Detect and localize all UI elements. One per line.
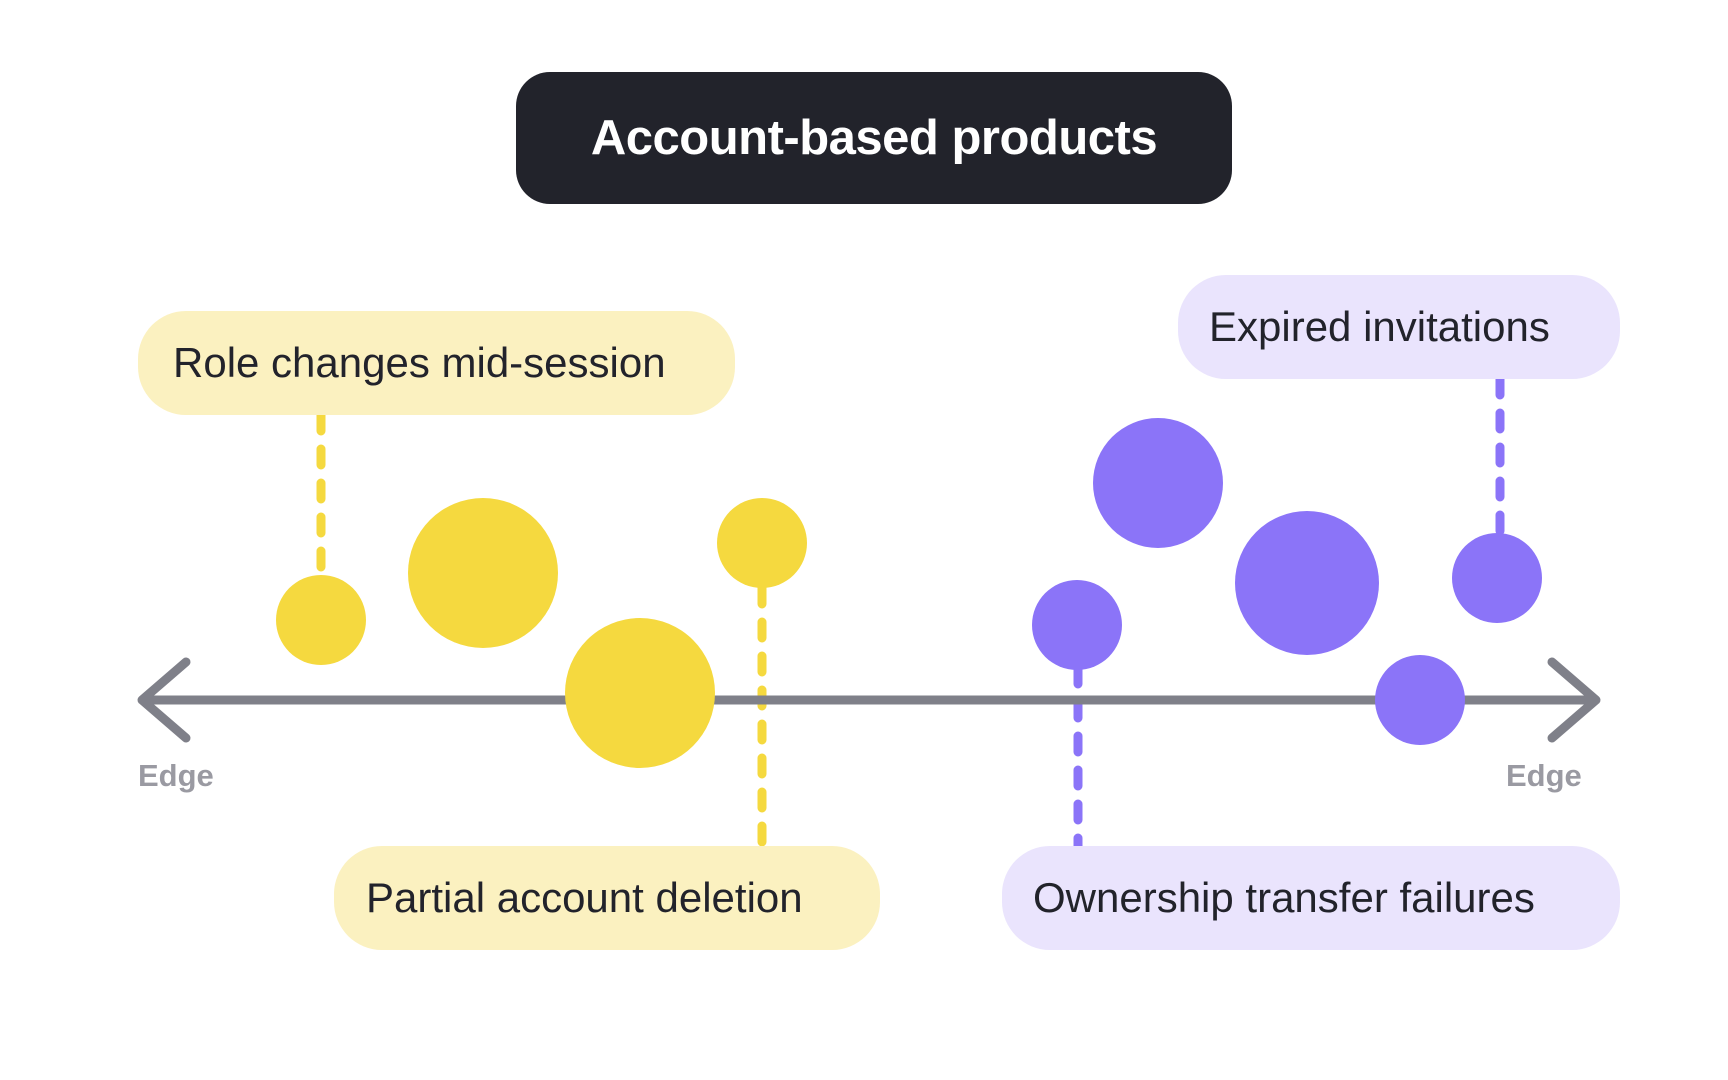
callout-label: Partial account deletion xyxy=(366,874,803,921)
bubble xyxy=(1375,655,1465,745)
callout-label: Expired invitations xyxy=(1209,303,1550,350)
bubble xyxy=(408,498,558,648)
callout-label: Ownership transfer failures xyxy=(1033,874,1535,921)
callout-label: Role changes mid-session xyxy=(173,339,666,386)
callout-ownership-transfer-failures[interactable]: Ownership transfer failures xyxy=(1002,846,1620,950)
spectrum-axis xyxy=(137,657,1601,743)
bubble xyxy=(717,498,807,588)
axis-arrow-right-icon xyxy=(1547,657,1601,743)
bubble xyxy=(1032,580,1122,670)
bubble-group-purple xyxy=(1032,418,1542,745)
bubble xyxy=(1093,418,1223,548)
callout-role-changes-mid-session[interactable]: Role changes mid-session xyxy=(138,311,735,415)
bubble xyxy=(1235,511,1379,655)
callout-expired-invitations[interactable]: Expired invitations xyxy=(1178,275,1620,379)
bubble xyxy=(1452,533,1542,623)
diagram-title-pill: Account-based products xyxy=(516,72,1232,204)
bubble-group-yellow xyxy=(276,498,807,768)
bubble xyxy=(276,575,366,665)
axis-arrow-left-icon xyxy=(137,657,191,743)
callout-partial-account-deletion[interactable]: Partial account deletion xyxy=(334,846,880,950)
bubble xyxy=(565,618,715,768)
axis-caption-left: Edge xyxy=(138,758,214,793)
page-title: Account-based products xyxy=(590,111,1158,165)
axis-caption-right: Edge xyxy=(1506,758,1582,793)
